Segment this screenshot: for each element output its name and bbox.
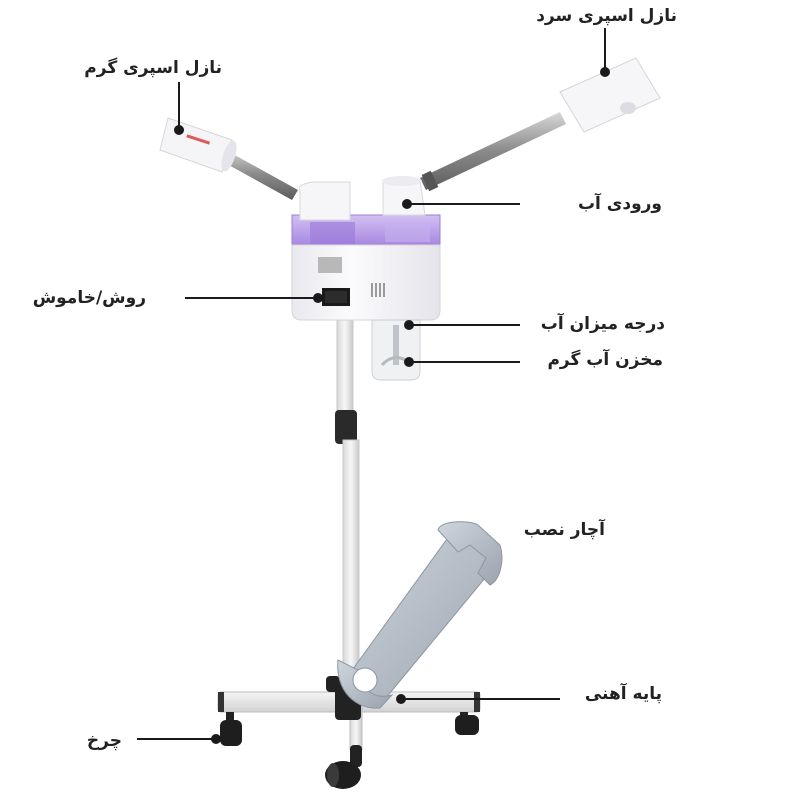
label-on-off: روش/خاموش bbox=[32, 288, 146, 308]
label-cold-spray-nozzle: نازل اسپری سرد bbox=[536, 6, 677, 26]
steamer-body bbox=[291, 176, 441, 321]
spray-arms bbox=[216, 112, 566, 200]
label-water-level-gauge: درجه میزان آب bbox=[540, 314, 665, 334]
cold-spray-nozzle bbox=[559, 57, 661, 133]
leader-lines bbox=[137, 28, 610, 744]
wrench-icon bbox=[337, 521, 503, 709]
iron-base bbox=[217, 680, 481, 751]
label-hot-water-tank: مخزن آب گرم bbox=[547, 350, 663, 370]
label-iron-base: پایه آهنی bbox=[584, 684, 662, 704]
label-wheel: چرخ bbox=[86, 731, 122, 751]
label-water-inlet: ورودی آب bbox=[577, 194, 662, 214]
stand-pole bbox=[335, 317, 360, 706]
wheel-right-icon bbox=[455, 712, 479, 735]
label-hot-spray-nozzle: نازل اسپری گرم bbox=[84, 58, 222, 78]
wheel-front-icon bbox=[325, 745, 362, 789]
wheel-back-icon bbox=[326, 676, 340, 692]
wheels bbox=[220, 676, 479, 789]
hot-spray-nozzle bbox=[159, 117, 237, 173]
label-mounting-wrench: آچار نصب bbox=[523, 520, 605, 540]
wheel-left-icon bbox=[220, 712, 242, 746]
hot-water-tank bbox=[371, 319, 421, 381]
